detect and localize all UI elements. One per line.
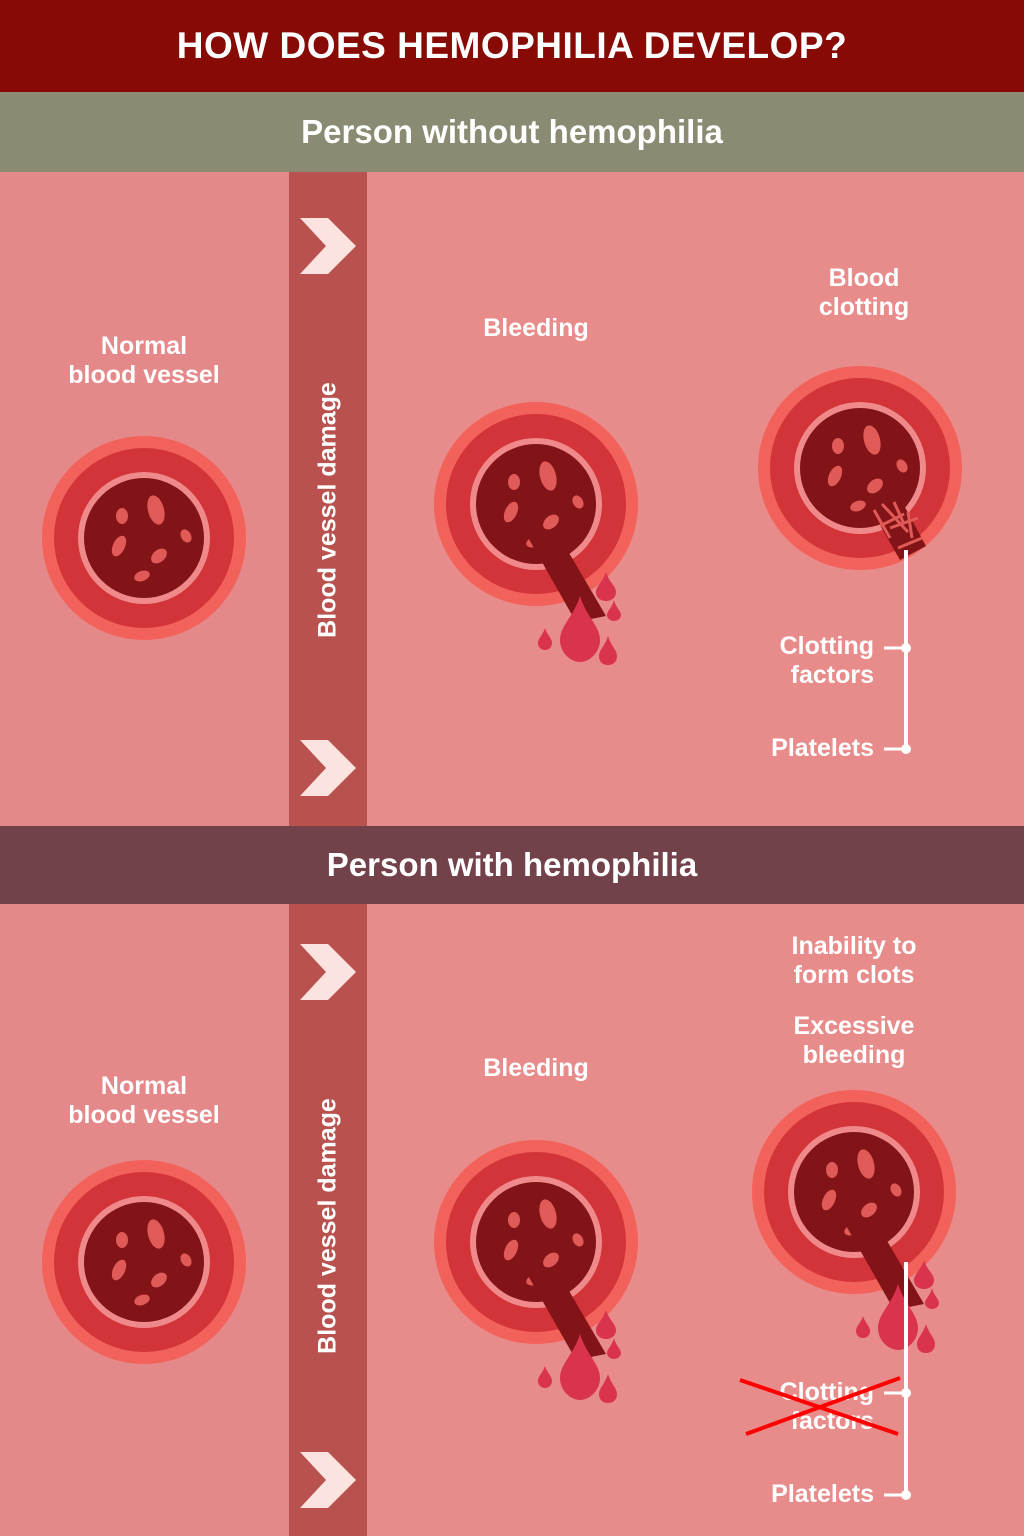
normal-vessel-label: Normal blood vessel bbox=[68, 1072, 220, 1129]
chevron-right-icon bbox=[300, 1452, 356, 1508]
chevron-right-icon bbox=[300, 218, 356, 274]
blood-vessel-damage-label: Blood vessel damage bbox=[313, 382, 342, 638]
panel-with-hemophilia: Blood vessel damage Normal blood vessel … bbox=[0, 904, 1024, 1536]
bleeding-vessel-icon bbox=[434, 402, 638, 665]
section-heading-with-hemophilia: Person with hemophilia bbox=[0, 826, 1024, 904]
inability-to-form-clots-label: Inability to form clots bbox=[791, 932, 917, 989]
blood-vessel-damage-label: Blood vessel damage bbox=[313, 1098, 342, 1354]
damage-strip bbox=[289, 904, 367, 1536]
clotting-factors-label: Clotting factors bbox=[779, 632, 874, 689]
excessive-bleeding-label: Excessive bleeding bbox=[793, 1012, 915, 1069]
clotting-factors-label: Clotting factors bbox=[779, 1378, 874, 1435]
excessive-bleeding-vessel-icon bbox=[752, 1090, 956, 1353]
chevron-right-icon bbox=[300, 944, 356, 1000]
normal-vessel-label: Normal blood vessel bbox=[68, 332, 220, 389]
damage-strip bbox=[289, 172, 367, 826]
bleeding-label: Bleeding bbox=[483, 1054, 589, 1082]
bleeding-vessel-icon bbox=[434, 1140, 638, 1403]
chevron-right-icon bbox=[300, 740, 356, 796]
bleeding-label: Bleeding bbox=[483, 314, 589, 342]
platelets-label: Platelets bbox=[771, 734, 874, 762]
page-title: HOW DOES HEMOPHILIA DEVELOP? bbox=[0, 0, 1024, 92]
panel-without-hemophilia: Blood vessel damage Normal blood vessel … bbox=[0, 172, 1024, 826]
section-heading-without-hemophilia: Person without hemophilia bbox=[0, 92, 1024, 172]
clotting-vessel-icon bbox=[758, 366, 962, 570]
normal-blood-vessel-icon bbox=[42, 436, 246, 640]
blood-clotting-label: Blood clotting bbox=[818, 264, 910, 321]
platelets-label: Platelets bbox=[771, 1480, 874, 1508]
normal-blood-vessel-icon bbox=[42, 1160, 246, 1364]
clot-mesh-icon bbox=[870, 498, 926, 560]
